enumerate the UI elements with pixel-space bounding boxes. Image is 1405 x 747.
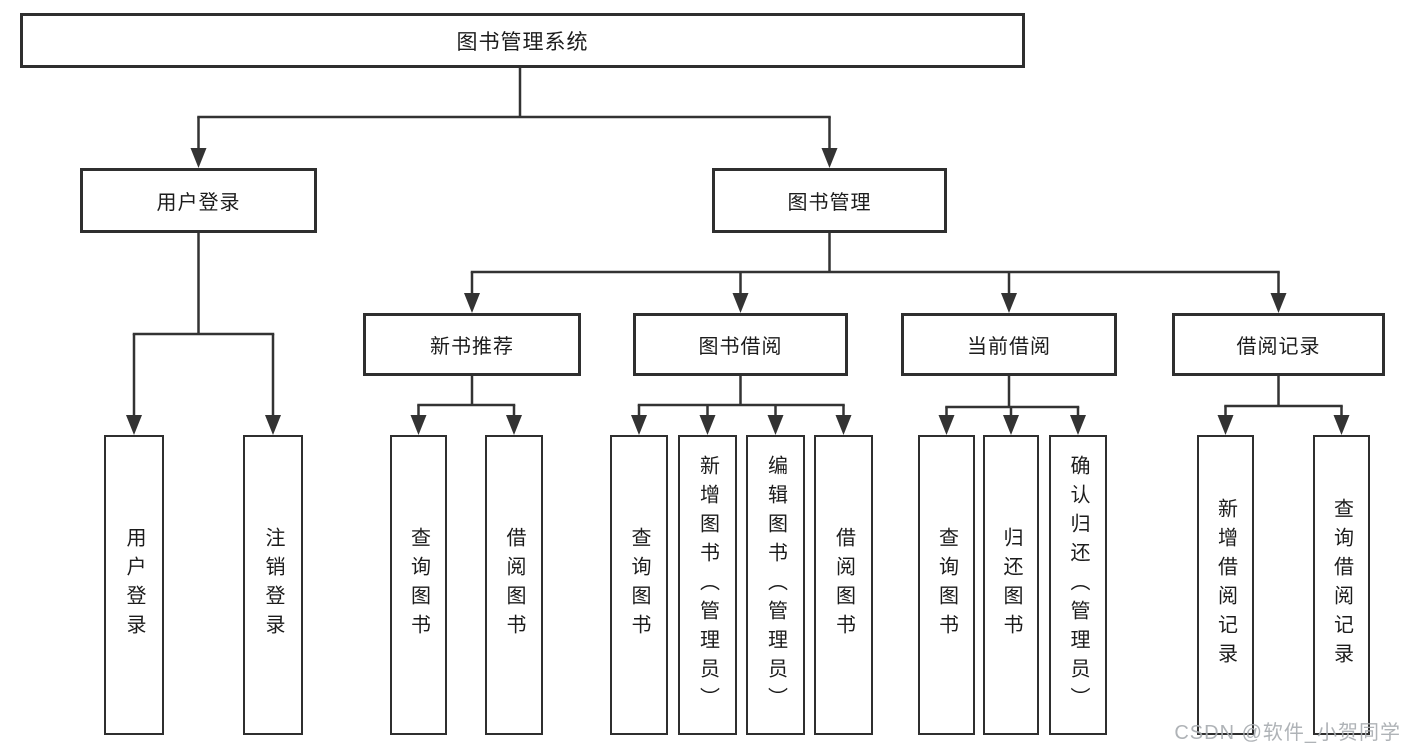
connector-branches <box>132 68 1343 409</box>
node-root: 图书管理系统 <box>20 13 1025 68</box>
leaf-current-query-books: 查询图书 <box>918 435 975 735</box>
branch-book-mgmt <box>470 233 1280 274</box>
branch-user-login <box>132 233 275 336</box>
leaf-borrow-query-books: 查询图书 <box>610 435 668 735</box>
leaf-logout: 注销登录 <box>243 435 303 735</box>
leaf-user-login: 用户登录 <box>104 435 164 735</box>
connector-arrows <box>126 117 1350 435</box>
leaf-newbooks-query-books: 查询图书 <box>390 435 447 735</box>
branch-current-borrow <box>945 376 1080 409</box>
arrowhead-icon <box>732 293 749 313</box>
arrowhead-icon <box>126 415 142 435</box>
leaf-newbooks-query-books-label: 查询图书 <box>407 527 430 643</box>
leaf-logout-label: 注销登录 <box>262 527 284 643</box>
arrowhead-icon <box>1270 293 1287 313</box>
leaf-borrow-add-books-admin: 新增图书（管理员） <box>678 435 737 735</box>
leaf-user-login-label: 用户登录 <box>123 527 145 643</box>
node-new-books-label: 新书推荐 <box>430 336 514 358</box>
leaf-current-return-books: 归还图书 <box>983 435 1039 735</box>
leaf-borrow-borrow-books-label: 借阅图书 <box>832 527 855 643</box>
node-root-label: 图书管理系统 <box>456 30 589 54</box>
node-book-borrow: 图书借阅 <box>633 313 848 376</box>
leaf-records-add-record: 新增借阅记录 <box>1197 435 1254 735</box>
arrowhead-icon <box>1070 415 1086 435</box>
arrowhead-icon <box>506 415 522 435</box>
node-current-borrow: 当前借阅 <box>901 313 1117 376</box>
node-user-login-label: 用户登录 <box>156 192 241 214</box>
arrowhead-icon <box>1001 293 1017 313</box>
branch-new-books <box>417 376 516 407</box>
leaf-records-query-record: 查询借阅记录 <box>1313 435 1370 735</box>
leaf-newbooks-borrow-books-label: 借阅图书 <box>503 527 525 643</box>
leaf-newbooks-borrow-books: 借阅图书 <box>485 435 543 735</box>
branch-book-borrow <box>637 376 845 407</box>
arrowhead-icon <box>767 415 784 435</box>
leaf-records-add-record-label: 新增借阅记录 <box>1214 498 1237 672</box>
arrowhead-icon <box>1217 415 1234 435</box>
leaf-current-query-books-label: 查询图书 <box>935 527 958 643</box>
arrowhead-icon <box>464 293 480 313</box>
leaf-borrow-add-books-admin-label: 新增图书（管理员） <box>696 454 719 716</box>
node-book-borrow-label: 图书借阅 <box>698 336 783 358</box>
arrowhead-icon <box>821 148 838 168</box>
arrowhead-icon <box>1333 415 1350 435</box>
arrowhead-icon <box>938 415 955 435</box>
leaf-borrow-query-books-label: 查询图书 <box>628 527 650 643</box>
node-book-mgmt-label: 图书管理 <box>787 192 872 214</box>
leaf-borrow-borrow-books: 借阅图书 <box>814 435 873 735</box>
leaf-records-query-record-label: 查询借阅记录 <box>1330 498 1353 672</box>
arrowhead-icon <box>190 148 207 168</box>
branch-borrow-records <box>1224 376 1343 408</box>
node-book-mgmt: 图书管理 <box>712 168 947 233</box>
arrowhead-icon <box>631 415 647 435</box>
csdn-watermark: CSDN @软件_小贺同学 <box>1174 722 1401 744</box>
arrowhead-icon <box>835 415 852 435</box>
node-user-login: 用户登录 <box>80 168 317 233</box>
leaf-borrow-edit-books-admin-label: 编辑图书（管理员） <box>764 454 787 716</box>
node-borrow-records: 借阅记录 <box>1172 313 1385 376</box>
branch-root <box>197 68 831 119</box>
leaf-current-return-books-label: 归还图书 <box>1000 527 1022 643</box>
leaf-borrow-edit-books-admin: 编辑图书（管理员） <box>746 435 805 735</box>
arrowhead-icon <box>410 415 427 435</box>
node-borrow-records-label: 借阅记录 <box>1236 336 1321 358</box>
node-new-books: 新书推荐 <box>363 313 581 376</box>
leaf-current-confirm-return-admin: 确认归还（管理员） <box>1049 435 1107 735</box>
leaf-current-confirm-return-admin-label: 确认归还（管理员） <box>1067 454 1089 716</box>
arrowhead-icon <box>265 415 281 435</box>
node-current-borrow-label: 当前借阅 <box>967 336 1051 358</box>
arrowhead-icon <box>699 415 716 435</box>
arrowhead-icon <box>1003 415 1019 435</box>
